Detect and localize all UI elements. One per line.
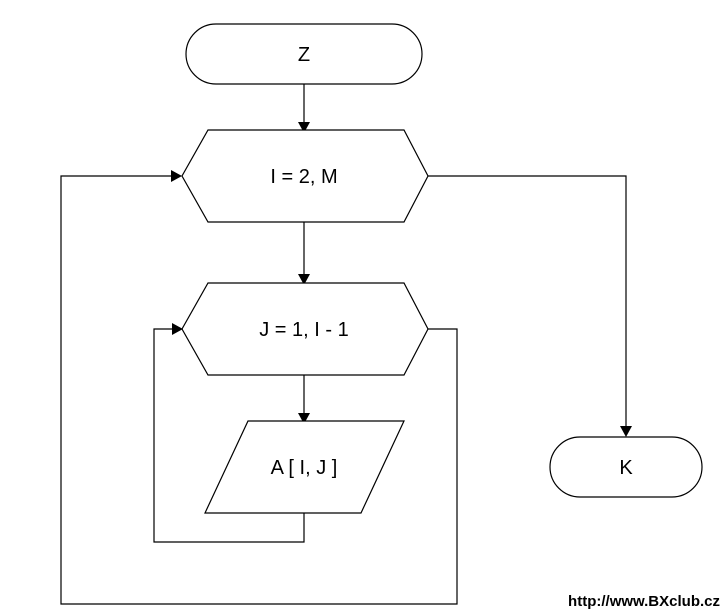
watermark-text: http://www.BXclub.cz [568, 593, 720, 610]
outer-loop-exit-line [428, 175, 627, 428]
arrowhead-icon [298, 122, 310, 133]
arrowhead-icon [620, 426, 632, 437]
end-label: K [619, 457, 633, 479]
io-label: A [ I, J ] [271, 457, 338, 479]
inner-loop-back-line [153, 328, 305, 543]
arrowhead-icon [298, 274, 310, 285]
outer-loop-label: I = 2, M [270, 166, 337, 188]
end-terminal [549, 436, 703, 498]
io-parallelogram [204, 420, 405, 514]
inner-loop-label: J = 1, I - 1 [259, 319, 348, 341]
start-label: Z [298, 44, 310, 66]
arrowhead-icon [172, 323, 183, 335]
outer-loop-back-line [60, 175, 458, 605]
arrowhead-icon [171, 170, 182, 182]
inner-loop-exit-line [428, 328, 458, 576]
arrowhead-icon [298, 413, 310, 424]
